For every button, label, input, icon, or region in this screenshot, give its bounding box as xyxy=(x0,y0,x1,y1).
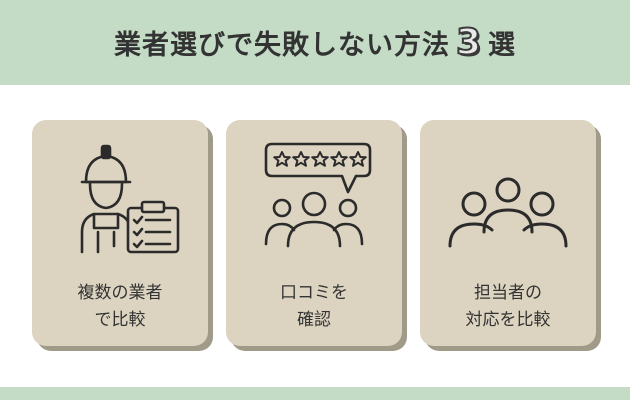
reviews-stars-icon xyxy=(264,142,372,248)
card-label-line1: 複数の業者 xyxy=(77,283,163,303)
title-number: 3 xyxy=(455,21,483,63)
card-check-reviews: 口コミを 確認 xyxy=(226,120,402,346)
footer-strip xyxy=(0,387,630,400)
title-suffix: 選 xyxy=(488,30,517,61)
card-label: 複数の業者 で比較 xyxy=(32,280,208,334)
worker-with-clipboard-icon xyxy=(80,144,180,254)
page-title: 業者選びで失敗しない方法 3 選 xyxy=(114,23,516,62)
card-label-line1: 口コミを xyxy=(280,283,348,303)
header-banner: 業者選びで失敗しない方法 3 選 xyxy=(0,0,630,85)
card-label: 担当者の 対応を比較 xyxy=(420,280,596,334)
card-compare-companies: 複数の業者 で比較 xyxy=(32,120,208,346)
card-label-line2: で比較 xyxy=(94,310,146,330)
card-label: 口コミを 確認 xyxy=(226,280,402,334)
card-label-line2: 確認 xyxy=(297,310,331,330)
card-compare-staff: 担当者の 対応を比較 xyxy=(420,120,596,346)
card-label-line2: 対応を比較 xyxy=(465,310,551,330)
card-label-line1: 担当者の xyxy=(474,283,542,303)
title-text: 業者選びで失敗しない方法 xyxy=(113,30,450,61)
people-group-icon xyxy=(448,177,568,248)
